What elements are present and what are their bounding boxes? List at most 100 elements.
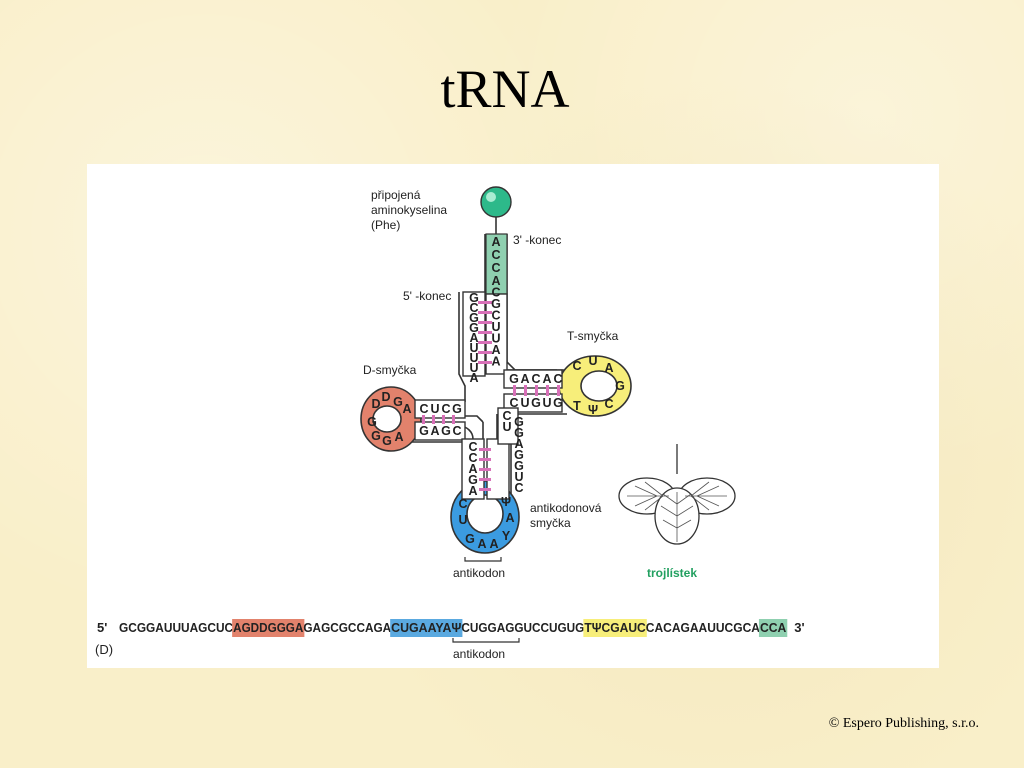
nucleotide: G xyxy=(393,395,403,409)
sequence-segment: GAGCGCCAGA xyxy=(303,620,391,635)
nucleotide: G xyxy=(514,459,524,473)
nucleotide: G xyxy=(553,396,563,410)
nucleotide: A xyxy=(394,430,403,444)
nucleotide: G xyxy=(367,415,377,429)
nucleotide: A xyxy=(402,402,411,416)
amino-acid-label-3: (Phe) xyxy=(371,218,400,232)
nucleotide: T xyxy=(573,399,581,413)
nucleotide: U xyxy=(542,396,551,410)
nucleotide: A xyxy=(489,537,498,551)
nucleotide: Ψ xyxy=(588,403,598,417)
anticodon-loop-inner xyxy=(466,494,504,534)
nucleotide: C xyxy=(502,409,511,423)
nucleotide: A xyxy=(491,274,500,288)
sequence-segment: CUGGAGGUCCUGUG xyxy=(461,620,584,635)
copyright-text: © Espero Publishing, s.r.o. xyxy=(828,716,979,731)
five-prime-end-label: 5' -konec xyxy=(403,289,451,303)
nucleotide: G xyxy=(514,426,524,440)
nucleotide: A xyxy=(491,235,500,249)
nucleotide: Y xyxy=(502,529,511,543)
sequence-segment: GCGGAUUUAGCUC xyxy=(119,620,234,635)
nucleotide: C xyxy=(491,286,500,300)
nucleotide: A xyxy=(477,537,486,551)
sequence-highlight xyxy=(583,619,647,637)
nucleotide: G xyxy=(469,311,479,325)
anticodon-loop-label-2: smyčka xyxy=(530,516,571,530)
nucleotide: C xyxy=(491,309,500,323)
connector-region xyxy=(497,407,519,445)
nucleotide: C xyxy=(469,301,478,315)
nucleotide: C xyxy=(553,372,562,386)
sequence-anticodon-bracket xyxy=(452,638,520,643)
sequence-segment: AGDDGGGA xyxy=(233,620,304,635)
nucleotide: C xyxy=(468,451,477,465)
anticodon-bracket xyxy=(464,557,502,562)
t-loop-label: T-smyčka xyxy=(567,329,619,343)
sequence-five-prime: 5' xyxy=(97,620,107,635)
anticodon-label: antikodon xyxy=(453,566,505,580)
nucleotide: U xyxy=(458,513,467,527)
nucleotide: A xyxy=(491,355,500,369)
nucleotide: C xyxy=(458,497,467,511)
nucleotide: G xyxy=(441,424,451,438)
amino-acid-ball-highlight xyxy=(486,192,496,202)
nucleotide: G xyxy=(491,297,501,311)
sequence-anticodon-label: antikodon xyxy=(453,647,505,661)
nucleotide: A xyxy=(514,437,523,451)
sequence-three-prime: 3' xyxy=(794,620,804,635)
nucleotide: A xyxy=(604,361,613,375)
nucleotide: Ψ xyxy=(501,495,511,509)
t-stem-top xyxy=(503,369,563,389)
sequence-highlight xyxy=(232,619,305,637)
nucleotide: U xyxy=(430,402,439,416)
nucleotide: G xyxy=(382,434,392,448)
nucleotide: U xyxy=(491,320,500,334)
nucleotide: U xyxy=(491,332,500,346)
nucleotide: C xyxy=(509,396,518,410)
cloverleaf-label: trojlístek xyxy=(647,566,697,580)
amino-acid-ball xyxy=(480,186,512,218)
nucleotide: G xyxy=(509,372,519,386)
nucleotide: C xyxy=(514,481,523,495)
d-stem-top xyxy=(414,399,466,419)
cloverleaf-icon xyxy=(618,444,736,545)
nucleotide: U xyxy=(469,361,478,375)
nucleotide: C xyxy=(491,261,500,275)
nucleotide: G xyxy=(419,424,429,438)
nucleotide: A xyxy=(468,462,477,476)
nucleotide: C xyxy=(604,397,613,411)
amino-acid-label-2: aminokyselina xyxy=(371,203,447,217)
t-loop-inner xyxy=(580,370,618,402)
sequence-segment: CUGAAYAΨ xyxy=(391,620,461,635)
nucleotide: A xyxy=(430,424,439,438)
slide-title: tRNA xyxy=(440,59,570,119)
nucleotide: G xyxy=(469,291,479,305)
nucleotide: C xyxy=(452,424,461,438)
nucleotide: A xyxy=(520,372,529,386)
nucleotide: U xyxy=(469,351,478,365)
nucleotide: G xyxy=(615,379,625,393)
nucleotide: A xyxy=(469,331,478,345)
d-loop-inner xyxy=(372,405,402,433)
nucleotide: U xyxy=(469,341,478,355)
nucleotide: G xyxy=(465,532,475,546)
base-pairs xyxy=(422,301,560,491)
nucleotide: A xyxy=(491,343,500,357)
sequence-segment: CACAGAAUUCGCA xyxy=(646,620,761,635)
nucleotide: G xyxy=(531,396,541,410)
sequence-highlight xyxy=(758,619,788,637)
nucleotide: C xyxy=(468,440,477,454)
nucleotide: U xyxy=(520,396,529,410)
d-loop-label: D-smyčka xyxy=(363,363,417,377)
nucleotide: G xyxy=(469,321,479,335)
nucleotide: C xyxy=(419,402,428,416)
nucleotide: C xyxy=(531,372,540,386)
nucleotide: C xyxy=(572,359,581,373)
nucleotide: U xyxy=(588,354,597,368)
nucleotide: A xyxy=(468,484,477,498)
three-prime-end-label: 3' -konec xyxy=(513,233,561,247)
